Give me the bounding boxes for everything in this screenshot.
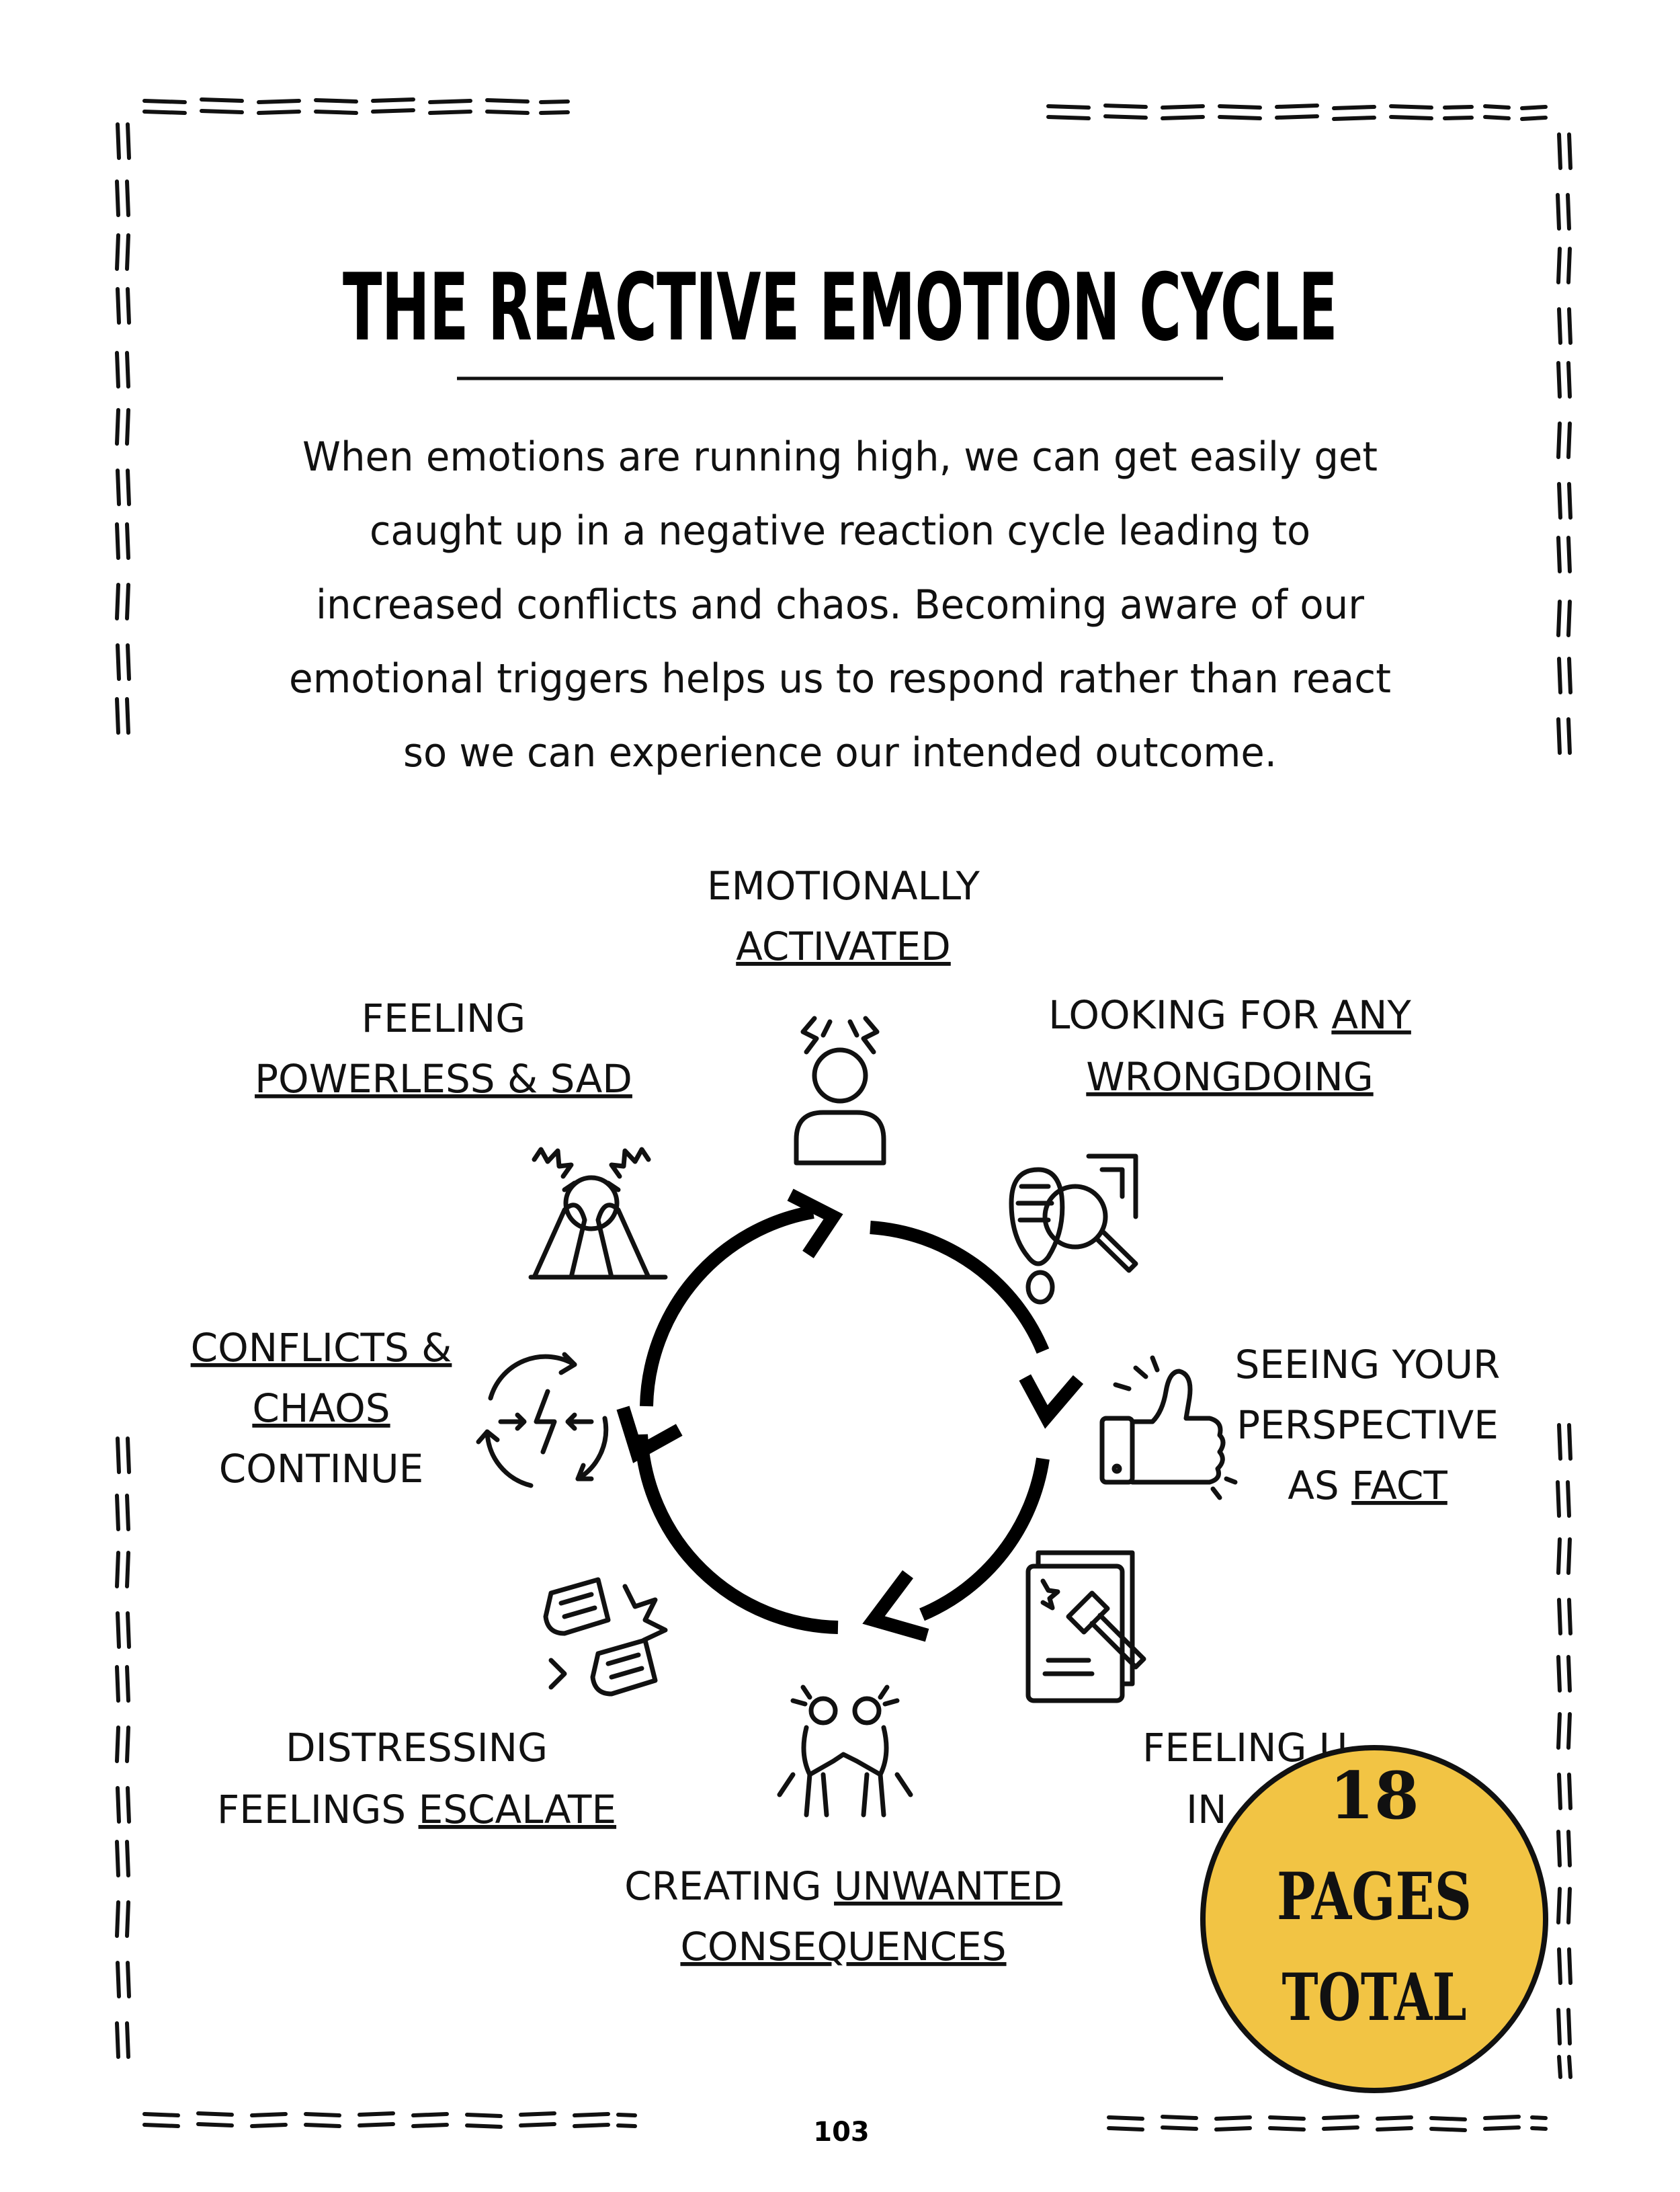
- stage-label-activated: ACTIVATED: [736, 924, 951, 969]
- stage-label-continue: CONTINUE: [219, 1446, 424, 1492]
- gavel-book-icon: [1025, 1550, 1146, 1703]
- stage-label-distressing: DISTRESSING: [286, 1725, 548, 1771]
- cycle-arc: [640, 1205, 814, 1407]
- arrowhead-icon: [787, 1188, 843, 1258]
- cycle-arrowheads: [616, 1188, 1084, 1642]
- fists-icon: [543, 1577, 668, 1697]
- stage-label-chaos: CHAOS: [252, 1385, 390, 1431]
- cycle-arc: [919, 1457, 1050, 1621]
- stage-label-powerless: POWERLESS & SAD: [255, 1056, 632, 1102]
- stage-label-feeling: FEELING: [362, 996, 526, 1041]
- conflict-cycle-icon: [476, 1352, 609, 1488]
- page-number: 103: [813, 2117, 870, 2148]
- stage-label-text: LOOKING FOR: [1048, 992, 1331, 1038]
- stage-label-text: AS: [1288, 1463, 1351, 1508]
- intro-line: When emotions are running high, we can g…: [302, 434, 1378, 481]
- arrowhead-icon: [616, 1406, 683, 1463]
- badge-pages: PAGES: [1277, 1859, 1472, 1935]
- thumbs-up-icon: [1099, 1355, 1238, 1500]
- stage-label-wrongdoing: WRONGDOING: [1086, 1054, 1373, 1100]
- intro-line: so we can experience our intended outcom…: [403, 729, 1277, 776]
- cycle-ring: [634, 1205, 1050, 1634]
- intro-line: caught up in a negative reaction cycle l…: [370, 508, 1310, 555]
- head-in-hands-icon: [528, 1147, 668, 1280]
- stage-label-creating: CREATING UNWANTED: [624, 1863, 1062, 1909]
- stage-label-consequences: CONSEQUENCES: [680, 1924, 1006, 1970]
- arrowhead-icon: [862, 1570, 929, 1642]
- stage-label-in: IN: [1186, 1787, 1227, 1832]
- arguing-people-icon: [777, 1684, 913, 1818]
- cycle-arc: [634, 1434, 839, 1634]
- stressed-person-icon: [794, 1016, 886, 1166]
- page-count-badge: 18 PAGES TOTAL: [1200, 1745, 1548, 2093]
- badge-total: TOTAL: [1282, 1959, 1467, 2035]
- dashed-frame: [115, 97, 1572, 2132]
- stage-label-unwanted: UNWANTED: [834, 1863, 1062, 1909]
- stage-label-feelings: FEELINGS ESCALATE: [217, 1787, 616, 1832]
- cycle-arc: [870, 1221, 1050, 1354]
- footprint-magnifier-icon: [1009, 1153, 1138, 1305]
- intro-line: increased conflicts and chaos. Becoming …: [316, 581, 1364, 628]
- arrowhead-icon: [1019, 1374, 1084, 1429]
- stage-label-escalate: ESCALATE: [419, 1787, 617, 1832]
- intro-paragraph: When emotions are running high, we can g…: [289, 434, 1391, 776]
- stage-label-conflicts: CONFLICTS &: [191, 1325, 452, 1371]
- stage-label-looking: LOOKING FOR ANY: [1048, 992, 1411, 1038]
- badge-number: 18: [1329, 1758, 1419, 1834]
- page-title: THE REACTIVE EMOTION CYCLE: [343, 253, 1337, 362]
- intro-line: emotional triggers helps us to respond r…: [289, 655, 1391, 702]
- stage-label-perspective: PERSPECTIVE: [1236, 1402, 1499, 1448]
- stage-label-emotionally: EMOTIONALLY: [707, 863, 980, 909]
- badge-circle: [1200, 1745, 1548, 2093]
- stage-label-any: ANY: [1331, 992, 1411, 1038]
- stage-label-as-fact: AS FACT: [1288, 1463, 1447, 1508]
- stage-label-fact: FACT: [1351, 1463, 1447, 1508]
- stage-label-text: CREATING: [624, 1863, 834, 1909]
- stage-label-seeing: SEEING YOUR: [1235, 1342, 1501, 1387]
- stage-label-text: FEELINGS: [217, 1787, 419, 1832]
